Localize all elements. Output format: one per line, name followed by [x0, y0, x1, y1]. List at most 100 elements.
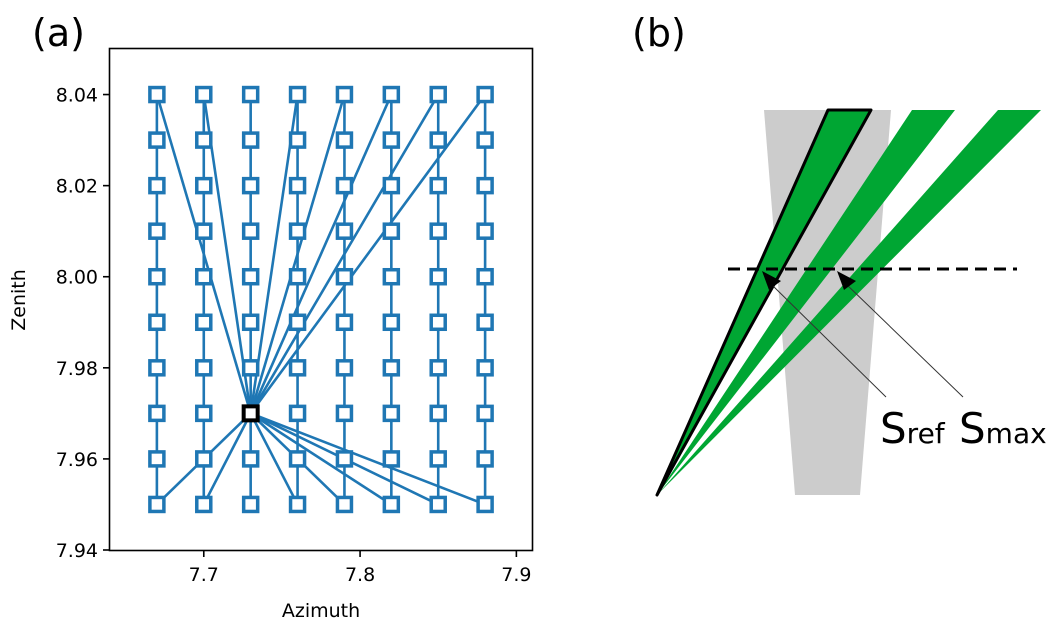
grid-point-marker: [335, 176, 354, 195]
s-max-main: S: [959, 404, 986, 453]
grid-point-marker: [195, 131, 213, 149]
grid-point-marker: [382, 404, 401, 423]
grid-point-marker: [148, 176, 166, 195]
grid-point-marker: [429, 450, 447, 468]
grid-point-marker: [288, 176, 307, 195]
y-tick-label: 8.04: [56, 85, 98, 107]
grid-point-marker: [382, 313, 401, 332]
grid-point-marker: [195, 267, 213, 286]
grid-point-marker: [195, 85, 213, 104]
grid-point-marker: [148, 450, 166, 468]
ray-line: [249, 412, 299, 506]
grid-point-marker: [241, 359, 260, 377]
grid-point-marker: [476, 267, 494, 286]
s-max-sub: max: [986, 417, 1047, 450]
grid-point-marker: [241, 222, 260, 240]
x-tick-label: 7.7: [189, 564, 219, 586]
ray-line: [202, 412, 252, 506]
x-axis-label: Azimuth: [282, 600, 360, 622]
grid-point-marker: [382, 267, 401, 286]
grid-point-marker: [148, 495, 166, 514]
y-tick-label: 8.00: [56, 267, 98, 289]
green-beam-2: [657, 110, 955, 495]
plot-frame: [108, 47, 534, 552]
grid-point-marker: [148, 404, 166, 423]
green-beam-3: [657, 110, 1041, 495]
grid-point-marker: [476, 85, 494, 104]
grid-point-marker: [148, 267, 166, 286]
ray-line: [249, 93, 487, 415]
y-tick-label: 8.02: [56, 176, 98, 198]
grid-point-marker: [241, 267, 260, 286]
grid-point-marker: [195, 176, 213, 195]
grid-point-marker: [476, 176, 494, 195]
grid-point-marker: [195, 404, 213, 423]
grid-point-marker: [288, 495, 307, 514]
reference-marker-group: [241, 404, 260, 423]
grid-point-marker: [148, 359, 166, 377]
reference-point-marker: [241, 404, 260, 423]
s-ref-arrowhead: [762, 271, 781, 290]
x-ticks: 7.7 7.8 7.9: [189, 550, 531, 586]
grid-point-marker: [148, 313, 166, 332]
grid-point-marker: [241, 176, 260, 195]
grid-point-marker: [148, 131, 166, 149]
grid-point-marker: [335, 131, 354, 149]
grid-point-marker: [335, 313, 354, 332]
y-axis-label: Zenith: [8, 269, 30, 331]
grid-point-marker: [476, 131, 494, 149]
grid-point-marker: [476, 359, 494, 377]
grid-point-marker: [429, 313, 447, 332]
grid-point-marker: [195, 222, 213, 240]
grid-point-marker: [335, 267, 354, 286]
grid-point-marker: [288, 85, 307, 104]
y-ticks: 7.947.967.988.008.028.04: [56, 85, 110, 562]
grid-point-marker: [288, 267, 307, 286]
grid-point-marker: [382, 176, 401, 195]
grid-point-marker: [335, 404, 354, 423]
grid-point-marker: [382, 359, 401, 377]
grid-point-marker: [335, 222, 354, 240]
grid-point-marker: [335, 359, 354, 377]
y-tick-label: 7.98: [56, 358, 98, 380]
x-tick-label: 7.8: [345, 564, 375, 586]
grid-point-marker: [429, 404, 447, 423]
grid-point-marker: [335, 450, 354, 468]
grid-point-marker: [288, 222, 307, 240]
grid-point-marker: [429, 131, 447, 149]
grid-point-marker: [241, 450, 260, 468]
panel-label-a: (a): [32, 11, 85, 55]
s-ref-main: S: [880, 404, 907, 453]
grid-point-marker: [429, 85, 447, 104]
x-tick-label: 7.9: [501, 564, 531, 586]
grid-point-marker: [241, 85, 260, 104]
grid-point-marker: [382, 495, 401, 514]
grid-markers: [148, 85, 494, 514]
ray-line: [249, 94, 393, 414]
grid-point-marker: [195, 313, 213, 332]
grid-point-marker: [288, 404, 307, 423]
grid-point-marker: [476, 495, 494, 514]
grid-point-marker: [429, 495, 447, 514]
grid-columns: [155, 94, 487, 505]
grid-point-marker: [288, 359, 307, 377]
grid-point-marker: [382, 222, 401, 240]
grid-point-marker: [429, 267, 447, 286]
s-ref-sub: ref: [907, 417, 946, 450]
grid-point-marker: [241, 495, 260, 514]
panel-label-b: (b): [632, 11, 686, 55]
grid-point-marker: [288, 450, 307, 468]
ray-line: [249, 412, 393, 506]
grid-point-marker: [148, 85, 166, 104]
y-tick-label: 7.96: [56, 449, 98, 471]
grid-point-marker: [429, 359, 447, 377]
grid-point-marker: [335, 85, 354, 104]
ray-line: [250, 412, 486, 506]
grid-point-marker: [382, 131, 401, 149]
grid-point-marker: [195, 450, 213, 468]
diagram-b: Sref Smax: [655, 108, 1047, 497]
s-max-label: Smax: [959, 404, 1047, 453]
grid-point-marker: [476, 313, 494, 332]
